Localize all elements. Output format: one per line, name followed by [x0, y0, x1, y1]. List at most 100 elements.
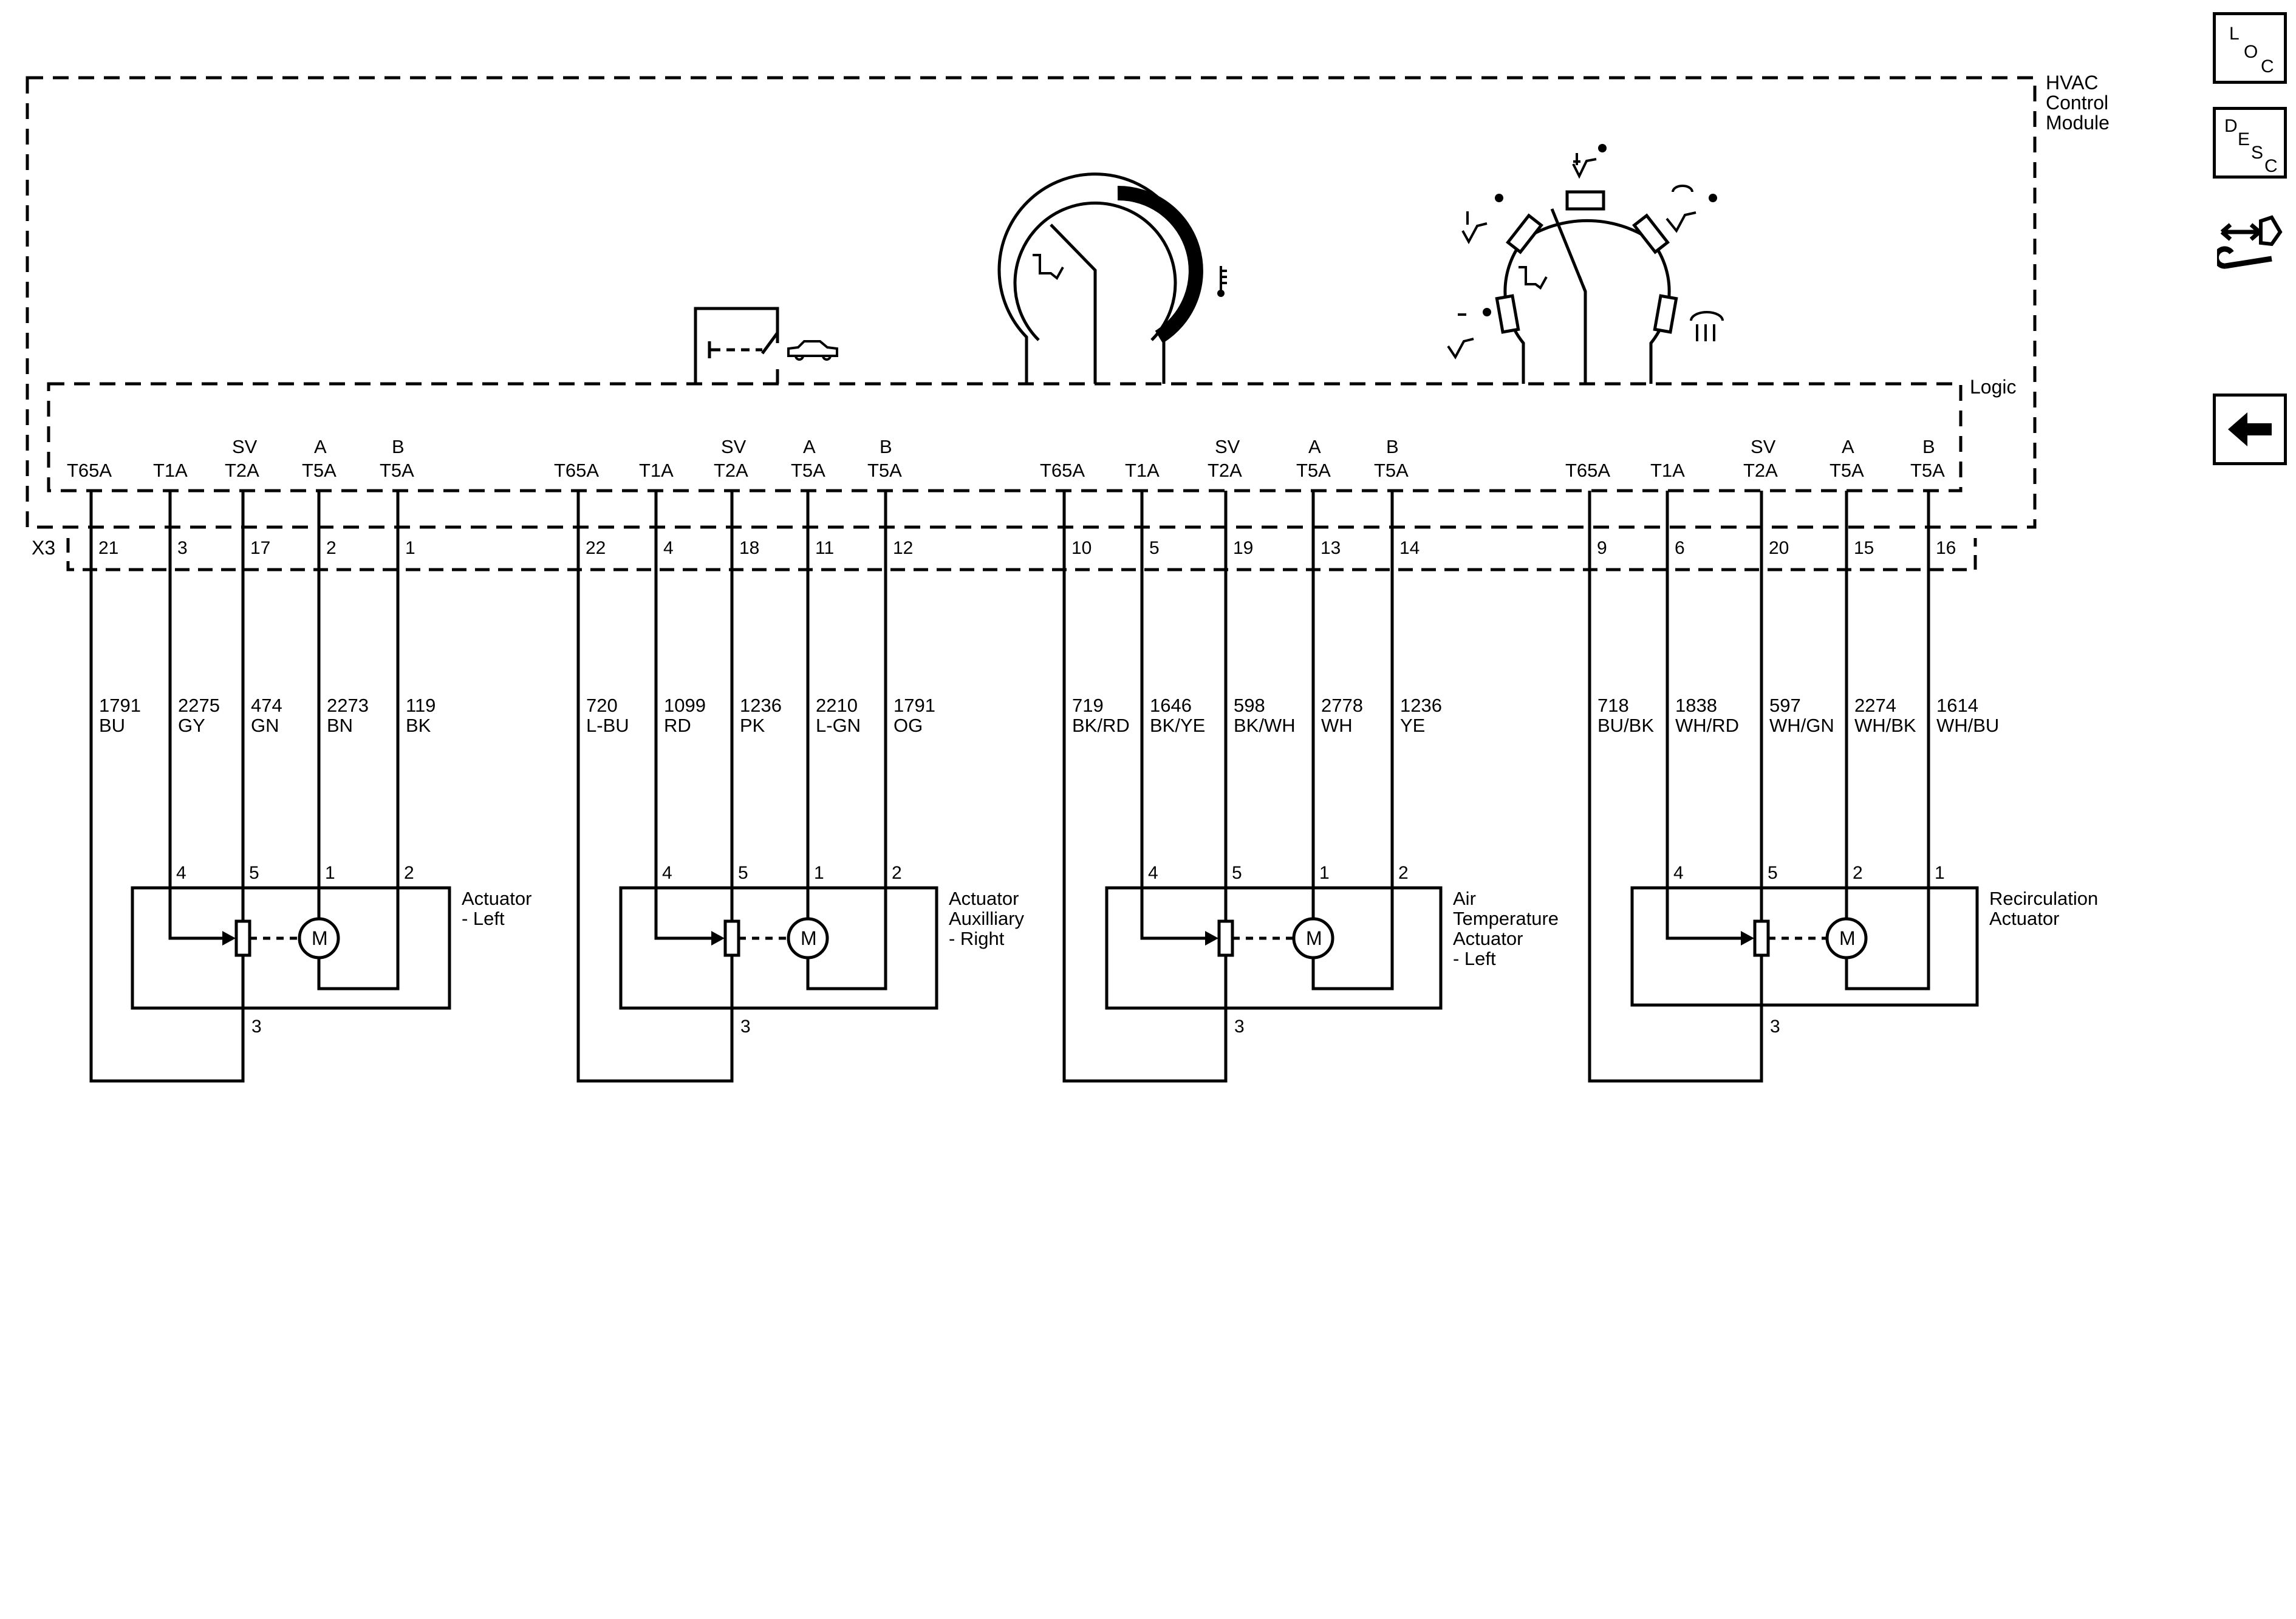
wire-color: OG: [893, 715, 923, 736]
bilevel-vent-icon: [1461, 211, 1488, 245]
actuator-name-line: Temperature: [1453, 908, 1559, 929]
pin-header-top: B: [392, 436, 405, 457]
mode-step-icon: [1519, 266, 1548, 290]
pin-header: T5A: [1374, 460, 1409, 481]
potentiometer: [234, 919, 251, 957]
pin-header: T5A: [1296, 460, 1331, 481]
potentiometer: [723, 919, 740, 957]
module-name-line-3: Module: [2046, 112, 2110, 134]
pin-header: T5A: [380, 460, 414, 481]
wire-color: WH/GN: [1769, 715, 1834, 736]
x3-pin-number: 11: [815, 538, 834, 558]
circuit-number: 474: [251, 695, 282, 716]
pin-header: T5A: [1910, 460, 1945, 481]
wire-color: BN: [327, 715, 353, 736]
defrost-icon: [1690, 311, 1724, 341]
circuit-number: 1791: [99, 695, 141, 716]
wire-color: YE: [1400, 715, 1425, 736]
pin-header-top: A: [314, 436, 327, 457]
actuator-pin-number: 1: [325, 863, 335, 883]
wire-t65a: [89, 491, 245, 1083]
actuator-pin-number: 4: [176, 863, 186, 883]
wire-motor-b: [1845, 491, 1930, 990]
pin-header: T65A: [67, 460, 112, 481]
pin-header: T5A: [867, 460, 902, 481]
x3-pin-number: 22: [586, 538, 606, 558]
actuator-pin-number: 2: [404, 863, 414, 883]
actuator-pin-number: 1: [814, 863, 824, 883]
wire-color: BK/RD: [1072, 715, 1130, 736]
module-outline: [26, 76, 2037, 529]
pin-header: T1A: [1650, 460, 1685, 481]
motor-label: M: [801, 927, 817, 949]
actuator-pin-number: 5: [1232, 863, 1242, 883]
pin-header: T1A: [1125, 460, 1160, 481]
back-button[interactable]: [2213, 394, 2287, 465]
wire-motor-b: [317, 491, 400, 990]
actuator-name-line: Actuator: [1989, 908, 2059, 929]
pin-header: T2A: [1208, 460, 1242, 481]
loc-letter-o: O: [2244, 42, 2258, 62]
circuit-number: 1099: [664, 695, 706, 716]
wire-color: L-GN: [816, 715, 861, 736]
x3-pin-number: 2: [326, 538, 337, 558]
pin-header: T5A: [1830, 460, 1864, 481]
actuator-box: [131, 886, 451, 1010]
x3-pin-number: 17: [250, 538, 270, 558]
actuator-pin-number-bottom: 3: [1770, 1017, 1780, 1037]
wire-color: GN: [251, 715, 279, 736]
motor-label: M: [312, 927, 328, 949]
module-name-line-2: Control: [2046, 92, 2108, 114]
actuator-box: [1105, 886, 1443, 1010]
wire-color: L-BU: [586, 715, 629, 736]
wire-color: GY: [178, 715, 205, 736]
pin-header-top: SV: [1215, 436, 1240, 457]
pin-header: T65A: [1565, 460, 1610, 481]
pin-header: T1A: [639, 460, 674, 481]
pin-header-top: SV: [721, 436, 747, 457]
mode-resistor-right-lower: [1653, 294, 1678, 334]
x3-pin-number: 13: [1321, 538, 1341, 558]
vehicle-icon: [787, 340, 838, 361]
wiper-arrow: [222, 931, 236, 946]
module-name-line-1: HVAC: [2046, 72, 2099, 94]
wire-t65a: [576, 491, 734, 1083]
pin-header-top: SV: [1751, 436, 1776, 457]
actuator-name-line: Actuator: [1453, 928, 1523, 949]
desc-letter-c: C: [2264, 156, 2278, 176]
potentiometer: [1217, 919, 1234, 957]
desc-letter-s: S: [2251, 143, 2264, 163]
mode-resistor-right-upper: [1632, 213, 1670, 254]
wire-color: BU/BK: [1597, 715, 1654, 736]
pin-header: T65A: [1040, 460, 1085, 481]
x3-pin-number: 16: [1936, 538, 1956, 558]
diagnostics-connector-button[interactable]: [2213, 208, 2284, 281]
location-button[interactable]: L O C: [2213, 12, 2287, 84]
circuit-number: 2210: [816, 695, 858, 716]
desc-letter-d: D: [2224, 116, 2238, 136]
x3-pin-number: 14: [1399, 538, 1420, 558]
actuator-pin-number-bottom: 3: [251, 1017, 262, 1037]
actuator-name-line: Actuator: [462, 888, 531, 909]
actuator-pin-number: 4: [1148, 863, 1158, 883]
x3-pin-number: 10: [1071, 538, 1092, 558]
x3-pin-number: 9: [1597, 538, 1607, 558]
switch-symbol: [694, 307, 838, 384]
actuator-pin-number: 4: [1673, 863, 1684, 883]
wiper-arrow: [711, 931, 725, 946]
connector-line: [66, 538, 1977, 571]
description-button[interactable]: D E S C: [2213, 107, 2287, 179]
actuator-pin-number: 2: [1853, 863, 1863, 883]
mode-resistor-left-upper: [1506, 213, 1543, 254]
wire-t1a: [1140, 491, 1210, 940]
circuit-number: 719: [1072, 695, 1104, 716]
actuator-pin-number: 1: [1935, 863, 1945, 883]
wire-t1a: [654, 491, 716, 940]
pin-header-top: B: [1922, 436, 1935, 457]
circuit-number: 1614: [1936, 695, 1978, 716]
circuit-number: 2274: [1854, 695, 1896, 716]
actuator-name-line: - Left: [1453, 948, 1496, 969]
